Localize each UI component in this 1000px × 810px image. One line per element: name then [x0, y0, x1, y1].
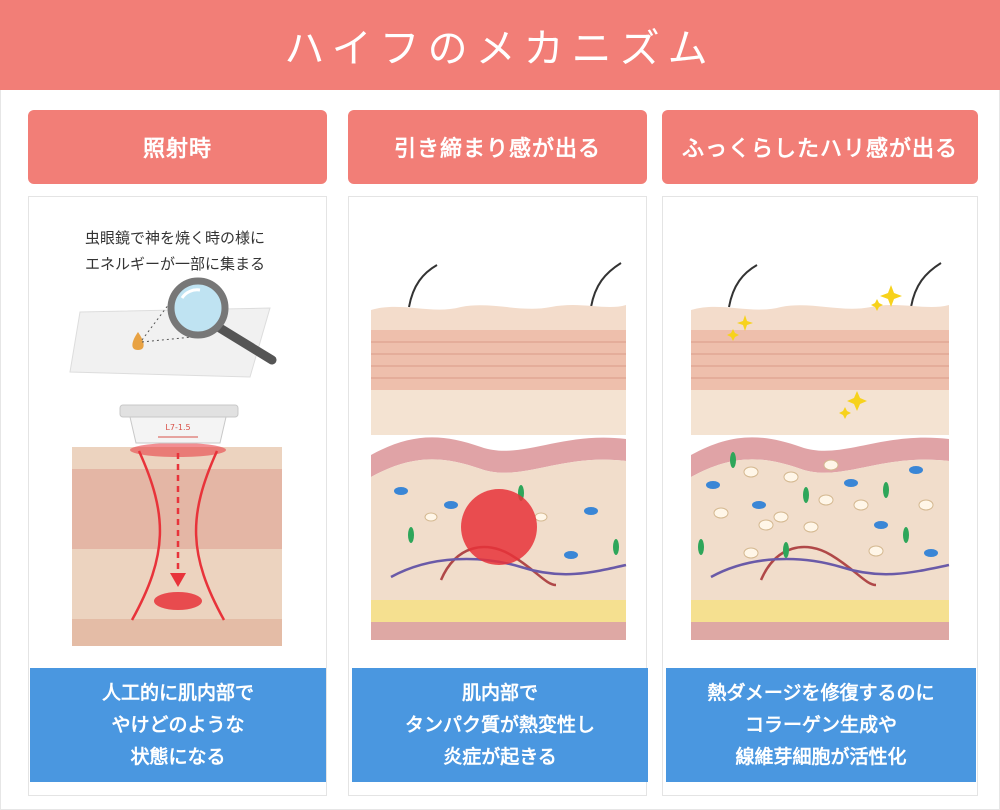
basal-layer — [371, 437, 626, 477]
note-line: 虫眼鏡で神を焼く時の様に — [84, 229, 265, 247]
skin-layer — [691, 330, 949, 390]
probe-head — [129, 416, 227, 444]
skin-cells — [394, 485, 619, 559]
focus-beam-left — [130, 450, 162, 621]
blood-vessel — [710, 557, 950, 579]
caption-line: 人工的に肌内部で — [101, 682, 254, 704]
probe-rim — [119, 404, 239, 418]
column-heading-irradiation: 照射時 — [28, 110, 327, 184]
hair — [408, 264, 438, 308]
caption-line: 線維芽細胞が活性化 — [735, 746, 907, 768]
heading-label: 照射時 — [142, 137, 212, 162]
magnifier-note: 虫眼鏡で神を焼く時の様に エネルギーが一部に集まる — [40, 225, 310, 277]
fat-layer — [371, 600, 626, 622]
tissue-layer — [72, 619, 282, 646]
caption-line: 肌内部で — [461, 682, 538, 704]
skin-layer — [371, 330, 626, 390]
hifu-focus-illustration: L7-1.5 — [72, 404, 282, 646]
heading-label: 引き締まり感が出る — [393, 137, 601, 162]
skin-cells — [698, 452, 938, 558]
hair — [590, 262, 622, 308]
muscle-layer — [371, 622, 626, 640]
flame-icon — [132, 332, 144, 350]
hair — [728, 264, 758, 308]
caption-line: タンパク質が熱変性し — [404, 714, 595, 736]
basal-layer — [691, 437, 949, 477]
heading-label: ふっくらしたハリ感が出る — [681, 137, 958, 162]
column-heading-tightening: 引き締まり感が出る — [348, 110, 647, 184]
probe-label: L7-1.5 — [165, 423, 190, 432]
heat-inflammation-spot — [461, 489, 537, 565]
caption-line: 状態になる — [130, 746, 226, 768]
column-heading-plumping: ふっくらしたハリ感が出る — [662, 110, 978, 184]
caption-line: やけどのような — [111, 714, 245, 736]
skin-layer — [371, 390, 626, 435]
title-banner: ハイフのメカニズム — [0, 0, 1000, 90]
muscle-layer — [691, 622, 949, 640]
heat-focus-spot — [154, 592, 202, 610]
hair — [910, 262, 942, 308]
skin-cross-section-repair — [691, 262, 950, 640]
fat-layer — [691, 600, 949, 622]
sparkle-icon — [727, 285, 902, 419]
skin-surface — [371, 305, 626, 330]
page-title: ハイフのメカニズム — [284, 26, 716, 72]
caption-irradiation: 人工的に肌内部で やけどのような 状態になる — [30, 668, 326, 782]
caption-line: 熱ダメージを修復するのに — [707, 682, 935, 704]
caption-tightening: 肌内部で タンパク質が熱変性し 炎症が起きる — [352, 668, 648, 782]
blood-vessel — [390, 557, 627, 579]
caption-line: コラーゲン生成や — [744, 714, 897, 736]
focus-beam-right — [194, 450, 226, 621]
skin-surface — [691, 305, 949, 330]
caption-plumping: 熱ダメージを修復するのに コラーゲン生成や 線維芽細胞が活性化 — [666, 668, 976, 782]
dermis-layer — [691, 459, 949, 600]
skin-cross-section-heat — [371, 262, 627, 640]
fibroblast-cells — [713, 459, 934, 559]
magnifier-illustration — [69, 277, 277, 378]
caption-line: 炎症が起きる — [443, 746, 557, 768]
note-line: エネルギーが一部に集まる — [84, 255, 265, 273]
skin-layer — [691, 390, 949, 435]
